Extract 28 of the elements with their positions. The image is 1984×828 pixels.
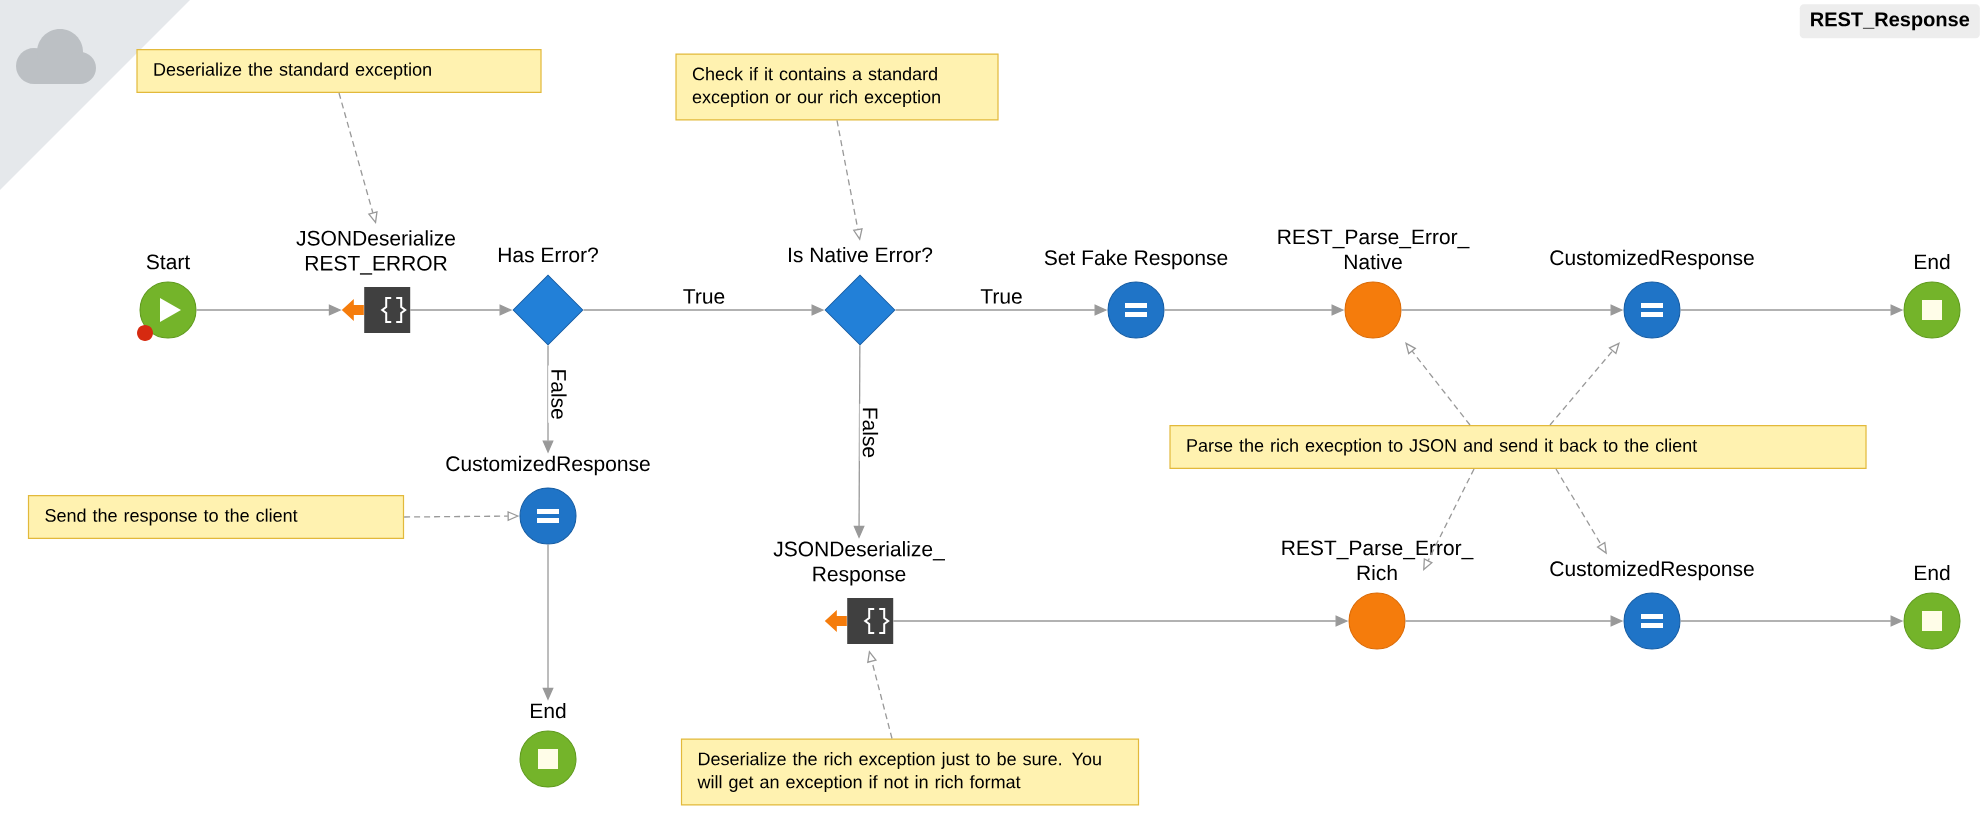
note-box: Parse the rich execption to JSON and send it back to the client: [1169, 425, 1867, 469]
note-box: Send the response to the client: [27, 495, 405, 539]
leader-line: [338, 92, 378, 224]
node-label: Start: [146, 254, 190, 270]
note-box: Deserialize the standard exception: [136, 49, 542, 93]
node-label: CustomizedResponse: [1550, 560, 1754, 581]
node-label: JSONDeserialize REST_ERROR: [296, 230, 455, 275]
leader-line: [1405, 342, 1471, 426]
node-label: JSONDeserialize_ Response: [773, 541, 945, 586]
node-label: REST_Parse_Error_ Rich: [1282, 540, 1474, 581]
edge-label: True: [977, 286, 1026, 307]
edge-label: False: [548, 365, 570, 423]
leader-line: [1549, 342, 1620, 426]
tab-label: REST_Response: [1799, 4, 1980, 39]
node-label: End: [1915, 253, 1950, 270]
node-label: End: [1915, 564, 1950, 581]
note-box: Check if it contains a standard exception or our rich exception: [675, 53, 999, 121]
node-label: Has Error?: [498, 247, 598, 263]
node-label: CustomizedResponse: [446, 455, 650, 476]
node-label: Is Native Error?: [789, 246, 933, 263]
node-label: REST_Parse_Error_ Native: [1278, 229, 1470, 270]
node-label: CustomizedResponse: [1550, 249, 1754, 270]
edge-label: True: [679, 286, 729, 307]
leader-line: [1423, 468, 1475, 571]
node-label: End: [531, 702, 566, 719]
node-label: Set Fake Response: [1044, 249, 1228, 270]
edge-label: False: [859, 403, 882, 462]
note-box: Deserialize the rich exception just to be sure. You will get an exception if not in rich format: [680, 738, 1140, 806]
